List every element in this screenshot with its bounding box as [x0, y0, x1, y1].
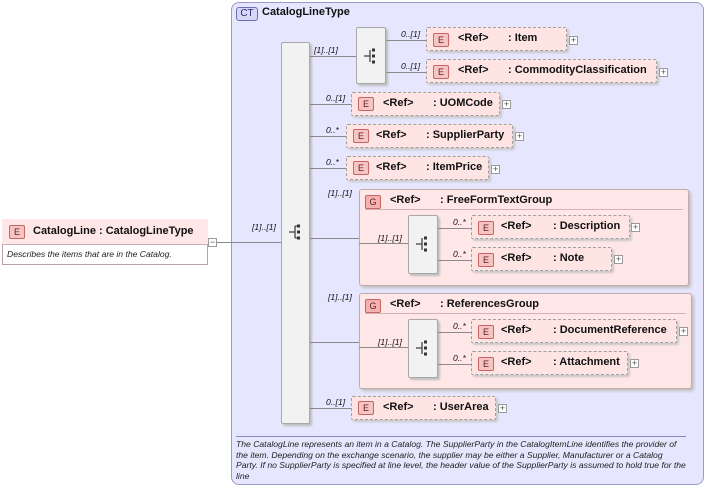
element-attachment[interactable]	[471, 351, 628, 375]
note-occurrence: 0..*	[453, 249, 466, 259]
element-badge: E	[478, 325, 494, 339]
expand-icon[interactable]: +	[491, 164, 500, 174]
element-badge: E	[433, 65, 449, 79]
element-documentreference[interactable]	[471, 319, 677, 343]
element-commodity-classification[interactable]	[426, 59, 657, 83]
element-commodity-name: : CommodityClassification	[508, 64, 647, 76]
expand-icon[interactable]: +	[498, 403, 507, 413]
userarea-occurrence: 0..[1]	[326, 397, 346, 407]
element-documentreference-ref: <Ref>	[501, 324, 532, 336]
root-element-badge: E	[9, 225, 25, 239]
item-occurrence: 0..[1]	[401, 29, 421, 39]
element-uomcode-name: : UOMCode	[433, 97, 493, 109]
element-badge: E	[353, 161, 369, 175]
element-note[interactable]	[471, 247, 612, 271]
element-description-ref: <Ref>	[501, 220, 532, 232]
itemprice-occurrence: 0..*	[326, 157, 339, 167]
expand-icon[interactable]: +	[569, 35, 578, 45]
element-attachment-ref: <Ref>	[501, 356, 532, 368]
references-sequence-compositor[interactable]	[408, 319, 438, 378]
group-references-ref: <Ref>	[390, 298, 421, 310]
group-badge: G	[365, 195, 381, 209]
root-element-header	[2, 219, 208, 245]
supplierparty-occurrence: 0..*	[326, 125, 339, 135]
element-item-ref: <Ref>	[458, 32, 489, 44]
expand-icon[interactable]: +	[502, 99, 511, 109]
group-freeform-name: : FreeFormTextGroup	[440, 194, 553, 206]
root-element-label: CatalogLine : CatalogLineType	[33, 225, 194, 237]
element-item-name: : Item	[508, 32, 538, 44]
expand-icon[interactable]: +	[630, 358, 639, 368]
element-supplierparty[interactable]	[346, 124, 513, 148]
uomcode-occurrence: 0..[1]	[326, 93, 346, 103]
freeform-sequence-compositor[interactable]	[408, 215, 438, 274]
element-badge: E	[478, 253, 494, 267]
element-note-ref: <Ref>	[501, 252, 532, 264]
references-group-occurrence: [1]..[1]	[328, 292, 352, 302]
group-references-name: : ReferencesGroup	[440, 298, 540, 310]
group-freeform-ref: <Ref>	[390, 194, 421, 206]
element-badge: E	[358, 97, 374, 111]
root-collapse-icon[interactable]: −	[208, 237, 217, 247]
element-documentreference-name: : DocumentReference	[553, 324, 667, 336]
expand-icon[interactable]: +	[614, 254, 623, 264]
sequence-icon	[416, 236, 427, 252]
element-uomcode-ref: <Ref>	[383, 97, 414, 109]
element-userarea[interactable]	[351, 396, 496, 420]
element-supplierparty-name: : SupplierParty	[426, 129, 505, 141]
element-attachment-name: : Attachment	[553, 356, 620, 368]
attachment-occurrence: 0..*	[453, 353, 466, 363]
element-description-name: : Description	[553, 220, 621, 232]
inner-sequence-occurrence: [1]..[1]	[314, 45, 338, 55]
complex-type-title: CatalogLineType	[262, 6, 350, 18]
expand-icon[interactable]: +	[631, 222, 640, 232]
expand-icon[interactable]: +	[659, 67, 668, 77]
main-sequence-occurrence: [1]..[1]	[252, 222, 276, 232]
sequence-icon	[416, 340, 427, 356]
root-element-doc: Describes the items that are in the Cata…	[7, 249, 172, 259]
element-supplierparty-ref: <Ref>	[376, 129, 407, 141]
expand-icon[interactable]: +	[679, 326, 688, 336]
commodity-occurrence: 0..[1]	[401, 61, 421, 71]
element-badge: E	[358, 401, 374, 415]
element-description[interactable]	[471, 215, 630, 239]
freeform-group-occurrence: [1]..[1]	[328, 188, 352, 198]
element-itemprice[interactable]	[346, 156, 489, 180]
element-userarea-ref: <Ref>	[383, 401, 414, 413]
references-sequence-occurrence: [1]..[1]	[378, 337, 402, 347]
element-userarea-name: : UserArea	[433, 401, 489, 413]
expand-icon[interactable]: +	[515, 131, 524, 141]
sequence-icon	[289, 224, 300, 240]
complex-type-documentation: The CatalogLine represents an item in a …	[236, 436, 686, 481]
element-note-name: : Note	[553, 252, 585, 264]
element-itemprice-ref: <Ref>	[376, 161, 407, 173]
complex-type-badge: CT	[236, 7, 258, 21]
connector-to-inner-sequence	[310, 56, 356, 57]
group-badge: G	[365, 299, 381, 313]
connector-root-sequence	[217, 242, 281, 243]
element-uomcode[interactable]	[351, 92, 500, 116]
element-badge: E	[478, 357, 494, 371]
description-occurrence: 0..*	[453, 217, 466, 227]
sequence-icon	[364, 48, 375, 64]
inner-sequence-compositor[interactable]	[356, 27, 386, 84]
element-badge: E	[353, 129, 369, 143]
documentreference-occurrence: 0..*	[453, 321, 466, 331]
element-item[interactable]	[426, 27, 567, 51]
element-badge: E	[433, 33, 449, 47]
freeform-sequence-occurrence: [1]..[1]	[378, 233, 402, 243]
element-badge: E	[478, 221, 494, 235]
element-itemprice-name: : ItemPrice	[426, 161, 483, 173]
element-commodity-ref: <Ref>	[458, 64, 489, 76]
